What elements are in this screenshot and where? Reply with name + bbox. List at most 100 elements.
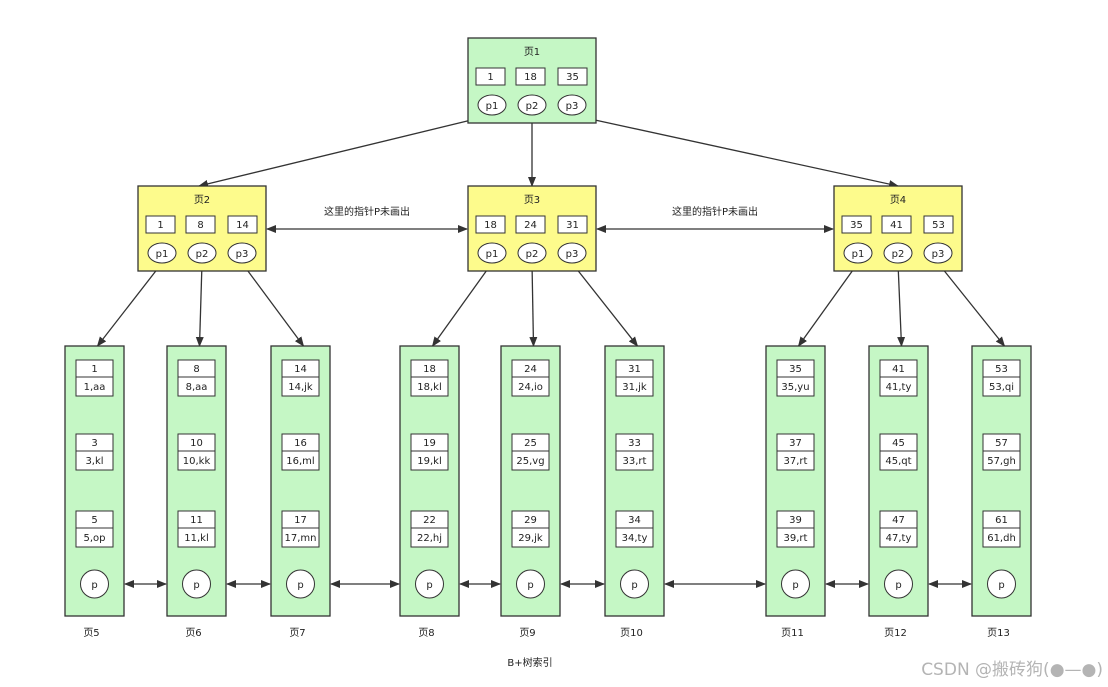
internal-page-3-key: 18 xyxy=(484,220,497,231)
leaf-page-8-record-value: 45,qt xyxy=(885,456,911,467)
leaf-page-2-label: 页6 xyxy=(185,627,201,639)
internal-page-2-pointer: p3 xyxy=(236,249,249,260)
internal-page-3-key: 24 xyxy=(524,220,537,231)
leaf-page-3-record-value: 16,ml xyxy=(286,456,314,467)
leaf-page-6-pointer-circle xyxy=(620,569,649,599)
internal-to-leaf-edge xyxy=(241,262,305,347)
root-page-key-box xyxy=(557,67,588,86)
internal-page-2-key-box xyxy=(185,215,216,234)
internal-page-3-pointer: p1 xyxy=(486,249,499,260)
leaf-page-5-record-value: 25,vg xyxy=(516,456,544,467)
leaf-page-9-record-value-box xyxy=(982,376,1021,397)
leaf-page-4-record-value-box xyxy=(410,450,449,471)
leaf-page-8-label: 页12 xyxy=(884,627,907,639)
leaf-page-2-record-value: 11,kl xyxy=(184,533,208,544)
sibling-note: 这里的指针P未画出 xyxy=(324,205,410,218)
leaf-page-6-pointer: p xyxy=(631,580,637,591)
internal-page-2-pointer: p1 xyxy=(156,249,169,260)
leaf-page-6-label: 页10 xyxy=(620,627,643,639)
leaf-page-7-record-value-box xyxy=(776,527,815,548)
root-page-title: 页1 xyxy=(524,46,540,58)
leaf-page-2-record-key: 8 xyxy=(193,364,199,375)
internal-page-2-pointer: p2 xyxy=(196,249,209,260)
leaf-page-1-record-value-box xyxy=(75,527,114,548)
leaf-page-4-record-value: 19,kl xyxy=(417,456,441,467)
leaf-page-3-record-key: 14 xyxy=(294,364,307,375)
leaf-page-2-record-value: 10,kk xyxy=(183,456,211,467)
leaf-page-1-record-value: 5,op xyxy=(83,533,105,544)
root-page-key-box xyxy=(515,67,546,86)
internal-page-2-pointer-ellipse xyxy=(147,242,177,264)
internal-page-3-pointer: p2 xyxy=(526,249,539,260)
internal-page-3-pointer-ellipse xyxy=(557,242,587,264)
leaf-page-4-record-key: 18 xyxy=(423,364,436,375)
internal-page-4-key: 35 xyxy=(850,220,863,231)
root-page-pointer-ellipse xyxy=(517,94,547,116)
leaf-page-1-record-value: 3,kl xyxy=(85,456,103,467)
internal-page-4-key-box xyxy=(923,215,954,234)
leaf-page-8-record-value-box xyxy=(879,527,918,548)
root-page-key-box xyxy=(475,67,506,86)
leaf-page-3-pointer-circle xyxy=(286,569,315,599)
leaf-page-3-record-value: 14,jk xyxy=(288,382,313,393)
internal-page-3-pointer-ellipse xyxy=(517,242,547,264)
internal-page-2-key-box xyxy=(227,215,258,234)
internal-page-3-title: 页3 xyxy=(524,194,540,206)
leaf-page-6-record-value: 33,rt xyxy=(623,456,647,467)
leaf-page-3-record-key: 16 xyxy=(294,438,307,449)
internal-page-2-pointer-ellipse xyxy=(227,242,257,264)
internal-to-leaf-edge xyxy=(195,262,204,347)
leaf-page-5-pointer-circle xyxy=(516,569,545,599)
leaf-page-3-record-value-box xyxy=(281,450,320,471)
internal-page-2-pointer-ellipse xyxy=(187,242,217,264)
internal-to-leaf-edge xyxy=(797,262,859,347)
leaf-page-1-record-key: 5 xyxy=(91,515,97,526)
internal-page-2-key-box xyxy=(145,215,176,234)
internal-page-3-pointer-ellipse xyxy=(477,242,507,264)
leaf-page-9-record-value: 57,gh xyxy=(987,456,1016,467)
leaf-page-4-pointer: p xyxy=(426,580,432,591)
leaf-page-8-pointer: p xyxy=(895,580,901,591)
leaf-page-9-record-key: 57 xyxy=(995,438,1008,449)
leaf-page-8-record-value-box xyxy=(879,450,918,471)
leaf-page-4-record-key: 22 xyxy=(423,515,436,526)
internal-page-3-key: 31 xyxy=(566,220,579,231)
internal-page-4-key-box xyxy=(841,215,872,234)
leaf-page-5-record-value-box xyxy=(511,450,550,471)
internal-to-leaf-edge xyxy=(431,262,493,347)
leaf-page-3-label: 页7 xyxy=(289,627,305,639)
leaf-page-5-record-value: 29,jk xyxy=(518,533,543,544)
leaf-page-1-label: 页5 xyxy=(83,627,99,639)
leaf-page-3-pointer: p xyxy=(297,580,303,591)
leaf-page-2-record-value-box xyxy=(177,527,216,548)
leaf-page-5-label: 页9 xyxy=(519,627,535,639)
internal-page-4-key: 41 xyxy=(890,220,903,231)
leaf-page-6-record-value-box xyxy=(615,450,654,471)
leaf-page-6-record-key: 31 xyxy=(628,364,641,375)
leaf-page-4-record-value: 22,hj xyxy=(417,533,442,544)
leaf-page-6-record-value: 31,jk xyxy=(622,382,647,393)
leaf-page-9-pointer-circle xyxy=(987,569,1016,599)
sibling-note: 这里的指针P未画出 xyxy=(672,205,758,218)
leaf-page-9-record-value-box xyxy=(982,527,1021,548)
leaf-page-2-record-key: 11 xyxy=(190,515,203,526)
leaf-page-9-record-key: 53 xyxy=(995,364,1008,375)
leaf-page-1-record-value-box xyxy=(75,450,114,471)
leaf-page-1-record-key: 3 xyxy=(91,438,97,449)
root-page-pointer-ellipse xyxy=(477,94,507,116)
leaf-page-3-record-value-box xyxy=(281,376,320,397)
internal-page-4-title: 页4 xyxy=(890,194,906,206)
leaf-page-7-record-value-box xyxy=(776,450,815,471)
internal-page-3-key-box xyxy=(557,215,588,234)
